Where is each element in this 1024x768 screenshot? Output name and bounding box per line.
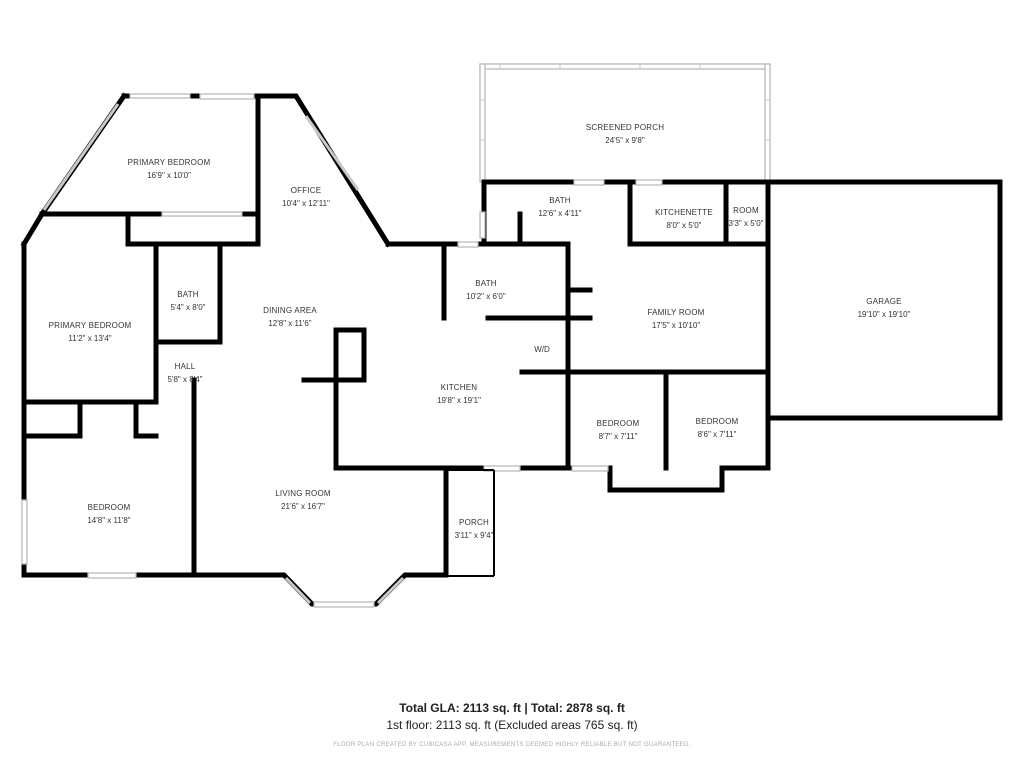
wd-label: W/D [534,345,550,354]
interior-walls [21,97,771,578]
kitchenette-label: KITCHENETTE [655,208,713,217]
kitchen-label: KITCHEN [441,383,478,392]
primary-bedroom-2-label: PRIMARY BEDROOM [49,321,132,330]
kitchen-dim: 19'8" x 19'1" [437,396,481,405]
windows [21,93,663,608]
living-room-label: LIVING ROOM [275,489,331,498]
office-label: OFFICE [291,186,322,195]
bath-north-dim: 12'6" x 4'11" [538,209,581,218]
screened-porch-walls [479,63,771,183]
porch-label: PORCH [459,518,489,527]
family-room-label: FAMILY ROOM [647,308,704,317]
screened-porch-label: SCREENED PORCH [586,123,664,132]
dining-area-dim: 12'8" x 11'6" [268,319,311,328]
hall-label: HALL [175,362,196,371]
primary-bedroom-2-dim: 11'2" x 13'4" [68,334,111,343]
bath-north-label: BATH [549,196,571,205]
primary-bedroom-1-label: PRIMARY BEDROOM [128,158,211,167]
living-room-dim: 21'6" x 16'7" [281,502,325,511]
bedroom-west-dim: 14'8" x 11'8" [87,516,130,525]
office-dim: 10'4" x 12'11" [282,199,330,208]
screened-porch-dim: 24'5" x 9'8" [605,136,645,145]
bath-center-dim: 10'2" x 6'0" [466,292,506,301]
disclaimer: FLOOR PLAN CREATED BY CUBICASA APP. MEAS… [333,742,691,748]
family-room-dim: 17'5" x 10'10" [652,321,700,330]
total-area: Total GLA: 2113 sq. ft | Total: 2878 sq.… [399,701,625,715]
bedroom-3-label: BEDROOM [696,417,739,426]
bedroom-west-label: BEDROOM [88,503,131,512]
floor-area: 1st floor: 2113 sq. ft (Excluded areas 7… [386,718,638,732]
dining-area-label: DINING AREA [263,306,317,315]
window-angled-office [304,115,360,191]
hall-dim: 5'8" x 8'4" [168,375,203,384]
window-angled-sw [284,576,312,605]
garage-label: GARAGE [866,297,901,306]
window-angled-se [376,576,405,605]
porch-outline [446,469,495,577]
porch-dim: 3'11" x 9'4" [455,531,494,540]
bath-primary-label: BATH [177,290,199,299]
room-label: ROOM [733,206,759,215]
primary-bedroom-1-dim: 16'9" x 10'0" [147,171,191,180]
bath-center-label: BATH [475,279,497,288]
window-angled-west [42,103,120,211]
bedroom-2-dim: 8'7" x 7'11" [599,432,638,441]
kitchenette-dim: 8'0" x 5'0" [667,221,702,230]
bedroom-2-label: BEDROOM [597,419,640,428]
bedroom-3-dim: 8'6" x 7'11" [698,430,737,439]
bath-primary-dim: 5'4" x 8'0" [171,303,206,312]
garage-dim: 19'10" x 19'10" [858,310,911,319]
room-dim: 3'3" x 5'0" [729,219,764,228]
